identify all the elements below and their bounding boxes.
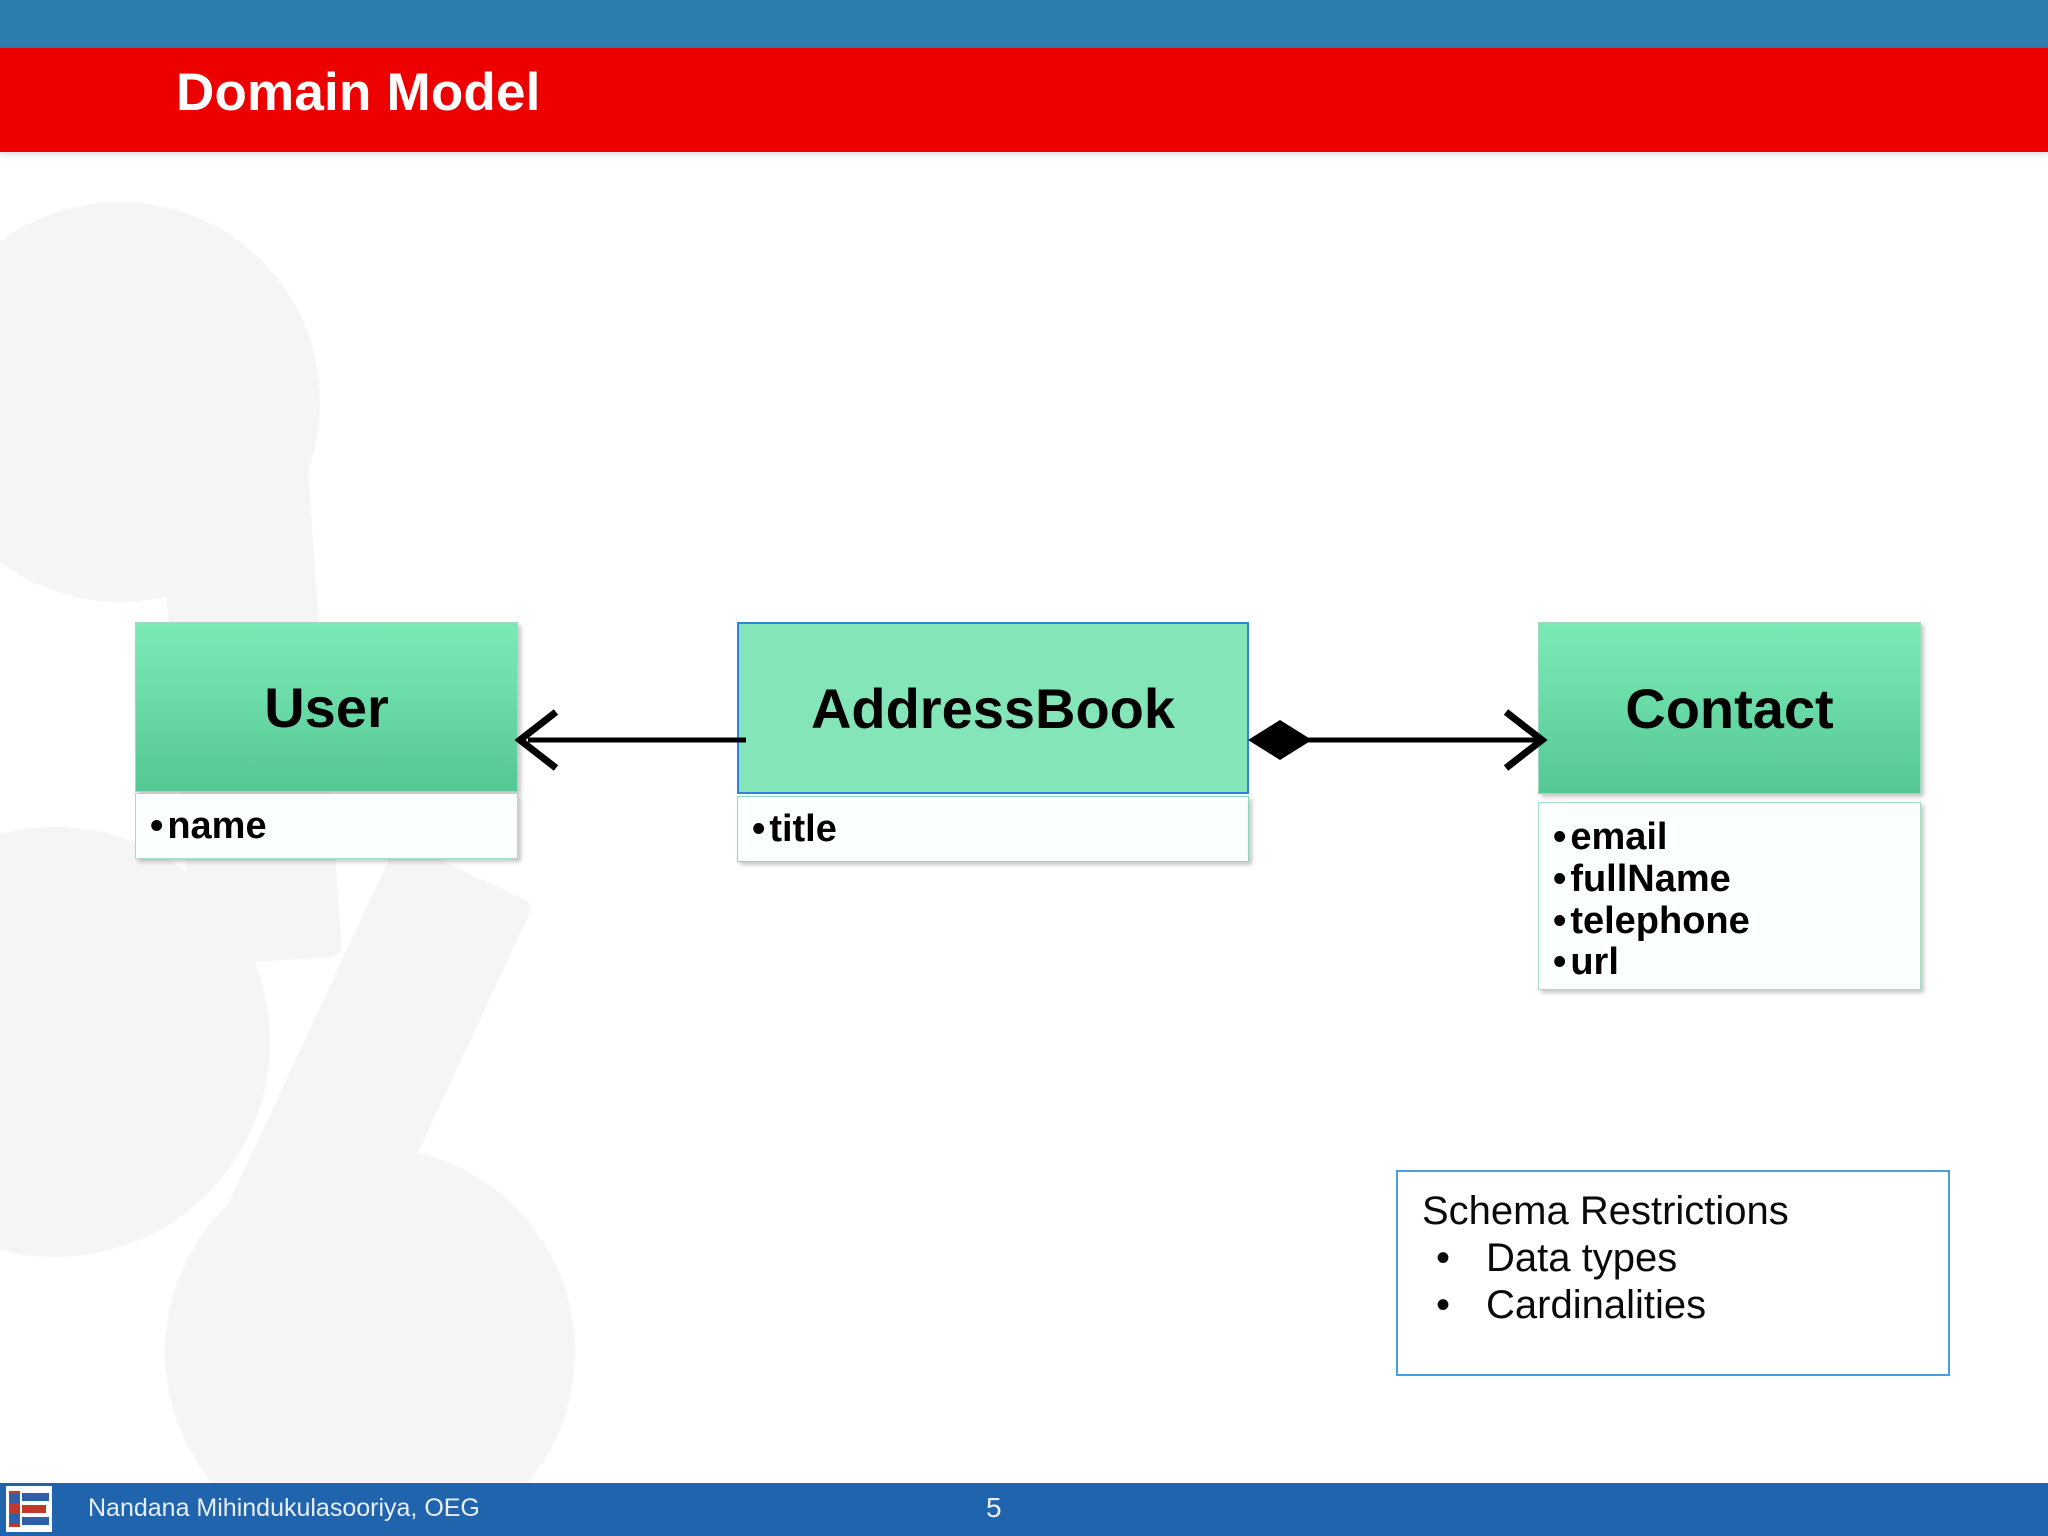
footer-author-label: Nandana Mihindukulasooriya, OEG — [88, 1494, 480, 1522]
uml-class-user-header[interactable]: User — [135, 622, 518, 792]
attribute-item: telephone — [1553, 900, 1920, 943]
connector-addressbook-to-user[interactable] — [510, 700, 746, 780]
schema-restrictions-item: • Cardinalities — [1422, 1282, 1948, 1329]
uml-class-addressbook-attributes: title — [737, 796, 1249, 862]
bullet-icon: • — [1436, 1235, 1451, 1280]
attribute-item: name — [150, 805, 517, 848]
uml-class-contact-header[interactable]: Contact — [1538, 622, 1921, 794]
uml-class-contact-attributes: email fullName telephone url — [1538, 802, 1921, 990]
attribute-item: title — [752, 808, 1248, 851]
footer-page-number: 5 — [986, 1492, 1002, 1523]
bullet-icon: • — [1436, 1282, 1451, 1327]
schema-restrictions-item-label: Data types — [1486, 1235, 1678, 1280]
schema-restrictions-title: Schema Restrictions — [1422, 1189, 1789, 1233]
uml-class-user-attributes: name — [135, 793, 518, 859]
schema-restrictions-item-label: Cardinalities — [1486, 1282, 1707, 1327]
uml-class-contact-name: Contact — [1625, 676, 1834, 740]
open-arrowhead — [1503, 709, 1548, 771]
top-accent-band — [0, 0, 2048, 48]
attribute-item: fullName — [1553, 858, 1920, 901]
footer-bar — [0, 1483, 2048, 1536]
uml-class-addressbook-header[interactable]: AddressBook — [737, 622, 1249, 794]
organization-logo-icon — [6, 1486, 52, 1532]
attribute-item: email — [1553, 816, 1920, 859]
schema-restrictions-item: • Data types — [1422, 1235, 1948, 1282]
connector-addressbook-to-contact[interactable] — [1240, 700, 1550, 780]
uml-class-user-name: User — [264, 675, 389, 739]
page-title: Domain Model — [176, 63, 541, 122]
uml-class-addressbook-name: AddressBook — [810, 676, 1176, 740]
title-band — [0, 48, 2048, 152]
attribute-item: url — [1553, 942, 1920, 984]
schema-restrictions-callout: Schema Restrictions • Data types • Cardina… — [1396, 1170, 1950, 1376]
composition-diamond — [1248, 720, 1312, 760]
